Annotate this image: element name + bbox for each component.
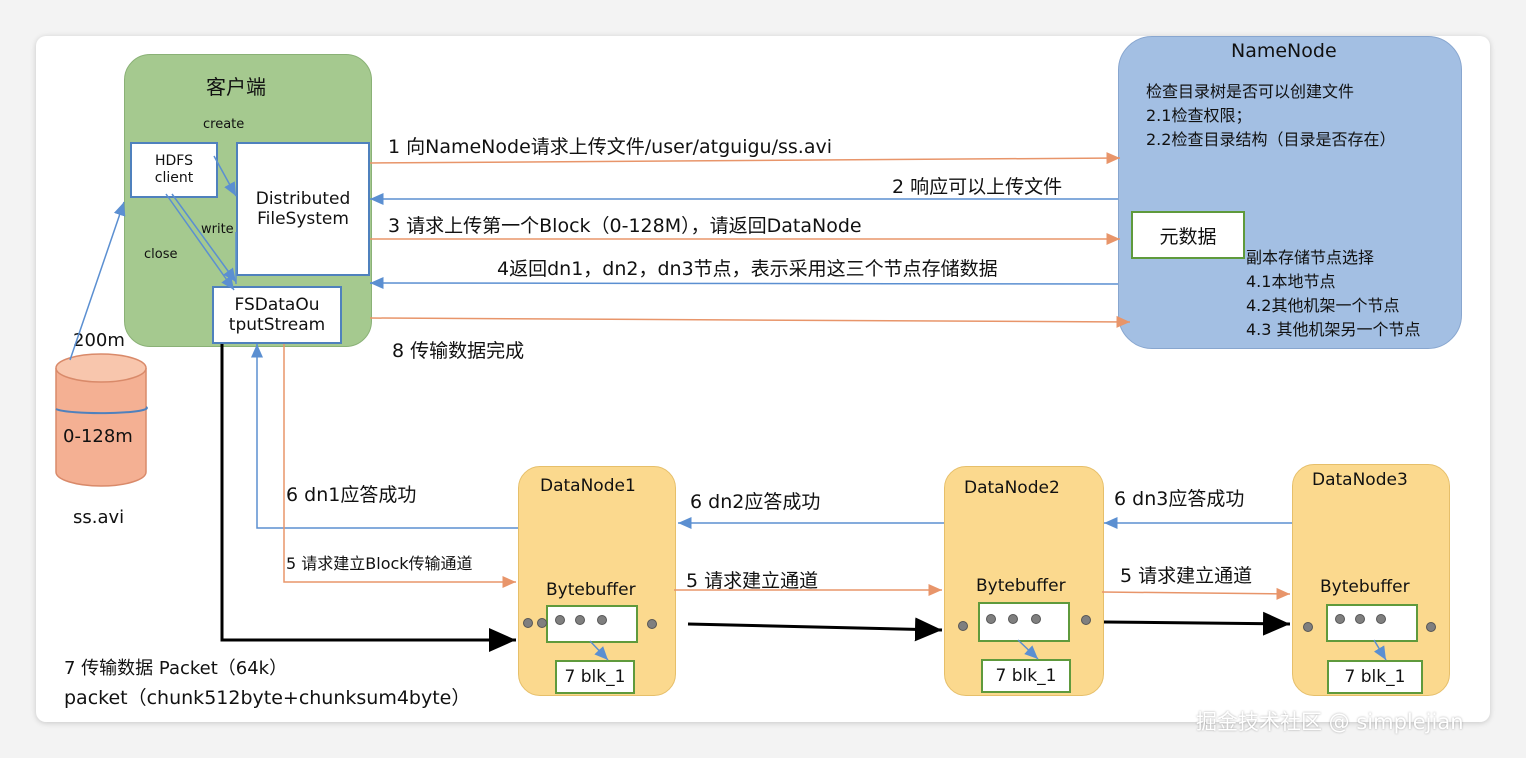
file-size-label: 200m <box>73 330 125 351</box>
packet-dot <box>1303 622 1313 632</box>
packet-dot <box>647 619 657 629</box>
arrow-packet-transfer <box>220 344 516 652</box>
step8-label: 8 传输数据完成 <box>392 340 525 362</box>
datanode2-container <box>944 466 1104 696</box>
datanode1-title: DataNode1 <box>540 476 636 496</box>
create-label: create <box>203 117 245 132</box>
replica-option-3: 4.3 其他机架另一个节点 <box>1246 320 1421 339</box>
datanode2-blk-box: 7 blk_1 <box>981 659 1071 693</box>
packet-dot <box>555 615 565 625</box>
packet-dot <box>1031 614 1041 624</box>
packet-dot <box>1335 614 1345 624</box>
arrow-buffer-to-blk2 <box>1017 639 1039 660</box>
datanode2-bytebuffer-label: Bytebuffer <box>976 576 1066 596</box>
watermark: 掘金技术社区 @ simplejian <box>1196 710 1464 734</box>
namenode-title: NameNode <box>1231 40 1337 62</box>
packet-dot <box>523 618 533 628</box>
step5-block-label: 5 请求建立Block传输通道 <box>286 554 473 573</box>
arrow-write <box>171 193 237 283</box>
hdfs-client-label: HDFS client <box>154 153 194 186</box>
file-name-label: ss.avi <box>73 507 125 528</box>
packet-dot <box>597 615 607 625</box>
replica-title: 副本存储节点选择 <box>1246 248 1375 267</box>
fsdos-label-line1: FSDataOu <box>234 294 320 315</box>
datanode1-blk-label: 7 blk_1 <box>564 667 626 687</box>
arrow-step8 <box>369 315 1131 328</box>
step1-label: 1 向NameNode请求上传文件/user/atguigu/ss.avi <box>388 136 832 158</box>
arrow-step1 <box>369 152 1121 165</box>
step4-label: 4返回dn1，dn2，dn3节点，表示采用这三个节点存储数据 <box>497 258 998 280</box>
packet-dot <box>1355 614 1365 624</box>
hdfs-client-box: HDFS client <box>130 142 218 198</box>
distributed-filesystem-box: Distributed FileSystem <box>236 142 370 276</box>
arrow-close <box>165 193 235 291</box>
distributed-filesystem-label: Distributed FileSystem <box>255 188 351 229</box>
packet-dot <box>575 615 585 625</box>
arrow-dn1-ack <box>251 344 518 529</box>
arrow-channel-dn2-dn3 <box>1101 587 1291 600</box>
datanode3-bytebuffer-label: Bytebuffer <box>1320 577 1410 597</box>
namenode-check-line2: 2.1检查权限； <box>1146 106 1252 125</box>
file-block-label: 0-128m <box>63 426 133 447</box>
arrow-packet-dn1-dn2 <box>687 617 943 642</box>
arrow-block-channel <box>283 344 516 588</box>
step7-label-line1: 7 传输数据 Packet（64k） <box>64 658 288 679</box>
namenode-check-line1: 检查目录树是否可以创建文件 <box>1146 82 1355 101</box>
step5-dn1-dn2-label: 5 请求建立通道 <box>686 570 819 592</box>
datanode1-bytebuffer <box>546 605 638 643</box>
replica-option-2: 4.2其他机架一个节点 <box>1246 296 1400 315</box>
datanode3-container <box>1292 464 1450 696</box>
packet-dot <box>958 621 968 631</box>
packet-dot <box>1081 615 1091 625</box>
step7-label-line2: packet（chunk512byte+chunksum4byte） <box>64 687 471 709</box>
packet-dot <box>1008 614 1018 624</box>
datanode2-title: DataNode2 <box>964 478 1060 498</box>
namenode-container <box>1118 36 1462 349</box>
namenode-check-line3: 2.2检查目录结构（目录是否存在） <box>1146 130 1396 149</box>
write-label: write <box>201 222 234 237</box>
close-label: close <box>144 247 178 262</box>
datanode1-bytebuffer-label: Bytebuffer <box>546 580 636 600</box>
datanode2-blk-label: 7 blk_1 <box>995 666 1057 686</box>
packet-dot <box>537 618 547 628</box>
arrow-step4 <box>369 277 1119 290</box>
step6-dn1-label: 6 dn1应答成功 <box>286 484 417 506</box>
arrow-file-to-client <box>69 201 126 361</box>
metadata-label: 元数据 <box>1159 225 1217 248</box>
fsdataoutputstream-box: FSDataOu tputStream <box>212 286 342 344</box>
arrow-create <box>213 155 237 197</box>
step5-dn2-dn3-label: 5 请求建立通道 <box>1120 565 1253 587</box>
client-title: 客户端 <box>206 75 266 99</box>
step2-label: 2 响应可以上传文件 <box>892 176 1063 198</box>
step3-label: 3 请求上传第一个Block（0-128M），请返回DataNode <box>388 215 862 237</box>
datanode3-blk-label: 7 blk_1 <box>1344 667 1406 687</box>
packet-dot <box>986 614 996 624</box>
datanode3-title: DataNode3 <box>1312 470 1408 490</box>
step6-dn3-label: 6 dn3应答成功 <box>1114 488 1245 510</box>
arrow-packet-dn2-dn3 <box>1103 611 1291 636</box>
step6-dn2-label: 6 dn2应答成功 <box>690 491 821 513</box>
packet-dot <box>1376 614 1386 624</box>
arrow-buffer-to-blk1 <box>589 640 609 661</box>
metadata-box: 元数据 <box>1131 211 1245 259</box>
datanode3-blk-box: 7 blk_1 <box>1327 660 1423 694</box>
fsdos-label-line2: tputStream <box>228 315 326 335</box>
packet-dot <box>1426 622 1436 632</box>
file-cylinder-icon <box>55 353 148 487</box>
arrow-buffer-to-blk3 <box>1373 639 1387 661</box>
replica-option-1: 4.1本地节点 <box>1246 272 1336 291</box>
datanode1-blk-box: 7 blk_1 <box>555 660 635 694</box>
